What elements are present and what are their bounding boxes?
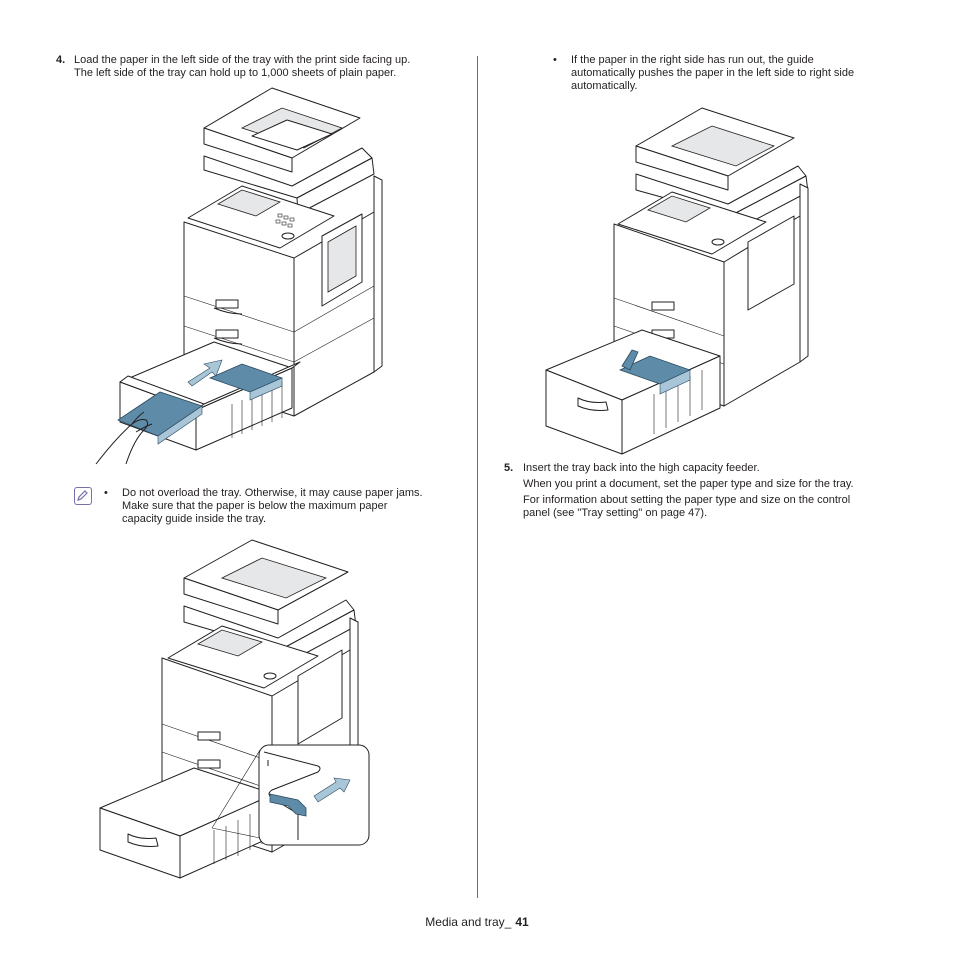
column-divider bbox=[477, 56, 478, 898]
printer-auto-push-illustration bbox=[545, 107, 809, 455]
printer-loading-paper-illustration bbox=[95, 87, 383, 465]
step-5-number: 5. bbox=[504, 462, 514, 474]
right-bullet: • bbox=[553, 54, 557, 66]
right-bullet-line-1: If the paper in the right side has run o… bbox=[571, 54, 814, 66]
page-footer: Media and tray_41 bbox=[0, 916, 954, 929]
note-line-3: capacity guide inside the tray. bbox=[122, 513, 267, 525]
note-pencil-icon bbox=[74, 487, 92, 505]
footer-section: Media and tray_ bbox=[425, 915, 512, 929]
step-5-paragraph-2: When you print a document, set the paper… bbox=[523, 478, 854, 490]
step-5-paragraph-3-line-1: For information about setting the paper … bbox=[523, 494, 851, 506]
step-4-line-2: The left side of the tray can hold up to… bbox=[74, 67, 397, 79]
note-bullet: • bbox=[104, 487, 108, 499]
footer-page-number: 41 bbox=[515, 915, 529, 929]
step-5-line-1: Insert the tray back into the high capac… bbox=[523, 462, 760, 474]
right-bullet-line-2: automatically pushes the paper in the le… bbox=[571, 67, 855, 79]
note-line-1: Do not overload the tray. Otherwise, it … bbox=[122, 487, 423, 499]
note-line-2: Make sure that the paper is below the ma… bbox=[122, 500, 388, 512]
step-5-paragraph-3-line-2: panel (see "Tray setting" on page 47). bbox=[523, 507, 708, 519]
step-4-line-1: Load the paper in the left side of the t… bbox=[74, 54, 411, 66]
step-4-number: 4. bbox=[56, 54, 66, 66]
capacity-guide-callout bbox=[258, 744, 370, 846]
right-bullet-line-3: automatically. bbox=[571, 80, 638, 92]
